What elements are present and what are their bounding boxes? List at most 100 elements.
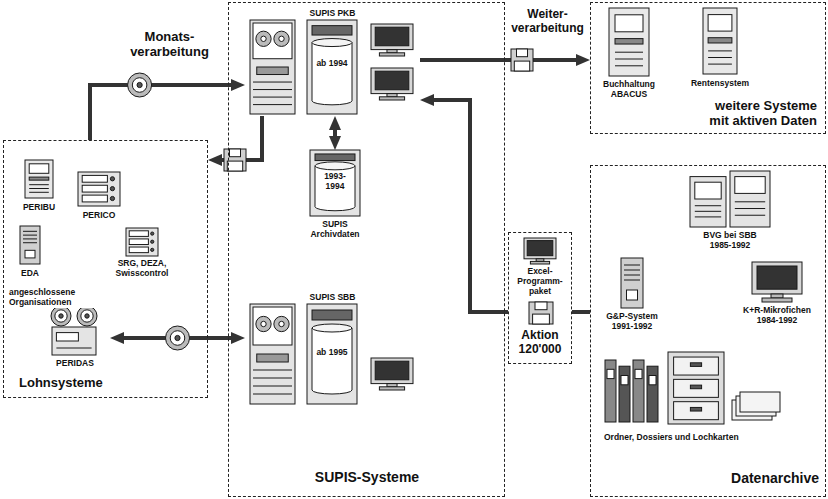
icon-diskcab xyxy=(307,304,357,404)
icon-part xyxy=(20,226,40,264)
icon-part xyxy=(29,192,49,193)
icon-monitor xyxy=(752,262,802,302)
system-label: ab 1994 xyxy=(316,59,347,69)
icon-part xyxy=(23,235,37,236)
region-heading: SUPIS-Systeme xyxy=(315,469,419,485)
icon-part xyxy=(129,231,148,237)
icon-monitor xyxy=(371,68,413,100)
text-holder: SRG, DEZA, Swisscontrol xyxy=(106,259,178,279)
flow-arrow xyxy=(124,336,231,340)
icon-part xyxy=(257,67,289,75)
icon-part xyxy=(170,331,185,346)
flow-arrow xyxy=(434,100,508,312)
text-holder: ab 1995 xyxy=(307,347,357,358)
icon-part xyxy=(624,280,640,281)
icon-part xyxy=(29,164,49,174)
icon-part xyxy=(151,232,154,235)
text-holder: Buchhaltung ABACUS xyxy=(596,80,662,100)
region-box: weitere Systeme mit aktiven Daten Buchhal… xyxy=(590,2,826,134)
text-holder: Datenarchive xyxy=(691,470,819,486)
icon-part xyxy=(126,228,158,256)
flow-arrow xyxy=(333,130,337,136)
icon-part xyxy=(762,298,792,302)
icon-part xyxy=(166,326,190,350)
icon-part xyxy=(110,177,114,181)
system-icon: SRG, DEZA, Swisscontrol xyxy=(104,228,180,284)
icon-part xyxy=(633,360,644,422)
icon-part xyxy=(375,361,409,380)
icon-part xyxy=(668,352,724,424)
icon-part xyxy=(752,262,802,294)
icon-part xyxy=(23,238,37,239)
icon-part xyxy=(708,50,732,51)
icon-filecab xyxy=(668,352,724,424)
text-holder: Monats- verarbeitung xyxy=(122,30,217,60)
icon-part xyxy=(771,294,783,298)
flow-label: Monats- verarbeitung xyxy=(122,30,217,60)
icon-part xyxy=(511,49,533,71)
group-label: angeschlossene Organisationen xyxy=(8,288,103,308)
icon-part xyxy=(535,302,547,310)
icon-cards xyxy=(732,392,780,420)
text-holder: Ordner, Dossiers und Lochkarten xyxy=(604,432,784,443)
icon-part xyxy=(615,52,643,53)
text-holder: Weiter- verarbeitung xyxy=(505,8,590,36)
icon-part xyxy=(524,238,556,259)
region-heading: Lohnsysteme xyxy=(19,376,103,391)
system-label: SUPIS PKB xyxy=(310,9,356,19)
icon-part xyxy=(527,241,553,256)
text-holder: EDA xyxy=(12,268,48,279)
text-holder: K+R-Mikrofichen 1984-1992 xyxy=(734,306,820,326)
text-holder: Rentensystem xyxy=(684,78,756,89)
text-holder: G&P-System 1991-1992 xyxy=(596,312,668,332)
icon-part xyxy=(315,154,355,161)
icon-part xyxy=(82,175,107,182)
text-holder: 1993- 1994 xyxy=(320,172,350,192)
icon-part xyxy=(379,97,404,100)
text-holder: Lohnsysteme xyxy=(19,375,169,391)
icon-part xyxy=(110,196,114,200)
icon-part xyxy=(261,321,266,326)
text-holder: PERIDAS xyxy=(40,358,110,369)
system-icon: EDA xyxy=(12,226,48,282)
icon-reel xyxy=(77,306,97,326)
icon-part xyxy=(312,328,352,394)
icon-part xyxy=(253,394,292,395)
icon-part xyxy=(82,195,107,202)
system-label: Rentensystem xyxy=(691,79,749,89)
icon-reel xyxy=(51,306,71,326)
system-icon: PERIBU xyxy=(14,160,64,216)
icon-box xyxy=(52,327,96,355)
icon-part xyxy=(635,369,642,378)
system-icon: PERIDAS xyxy=(40,305,110,371)
icon-part xyxy=(77,306,97,326)
icon-part xyxy=(735,201,765,202)
icon-reel xyxy=(166,326,190,350)
icon-part xyxy=(647,366,658,422)
icon-part xyxy=(307,20,357,114)
icon-part xyxy=(703,8,737,74)
icon-part xyxy=(279,321,284,326)
system-label: SUPIS SBB xyxy=(310,293,356,303)
icon-part xyxy=(615,39,643,44)
text-holder: SUPIS PKB xyxy=(290,8,375,19)
icon-part xyxy=(740,392,780,412)
icon-binders xyxy=(605,360,658,422)
icon-part xyxy=(695,211,721,212)
icon-part xyxy=(25,160,53,198)
icon-part xyxy=(533,314,550,324)
icon-part xyxy=(250,304,295,404)
system-icon: Excel- Programm- paket xyxy=(512,238,570,300)
system-label: SRG, DEZA, Swisscontrol xyxy=(106,259,178,279)
icon-part xyxy=(23,231,37,232)
region-heading: weitere Systeme mit aktiven Daten xyxy=(701,99,817,129)
icon-part xyxy=(256,316,271,331)
system-label: PERIDAS xyxy=(56,359,94,369)
icon-part xyxy=(609,8,649,76)
icon-part xyxy=(253,89,292,90)
system-label: 1993- 1994 xyxy=(320,172,350,192)
icon-part xyxy=(110,187,114,191)
icon-part xyxy=(279,36,284,41)
archive-icon: G&P-System 1991-1992 xyxy=(596,258,670,342)
